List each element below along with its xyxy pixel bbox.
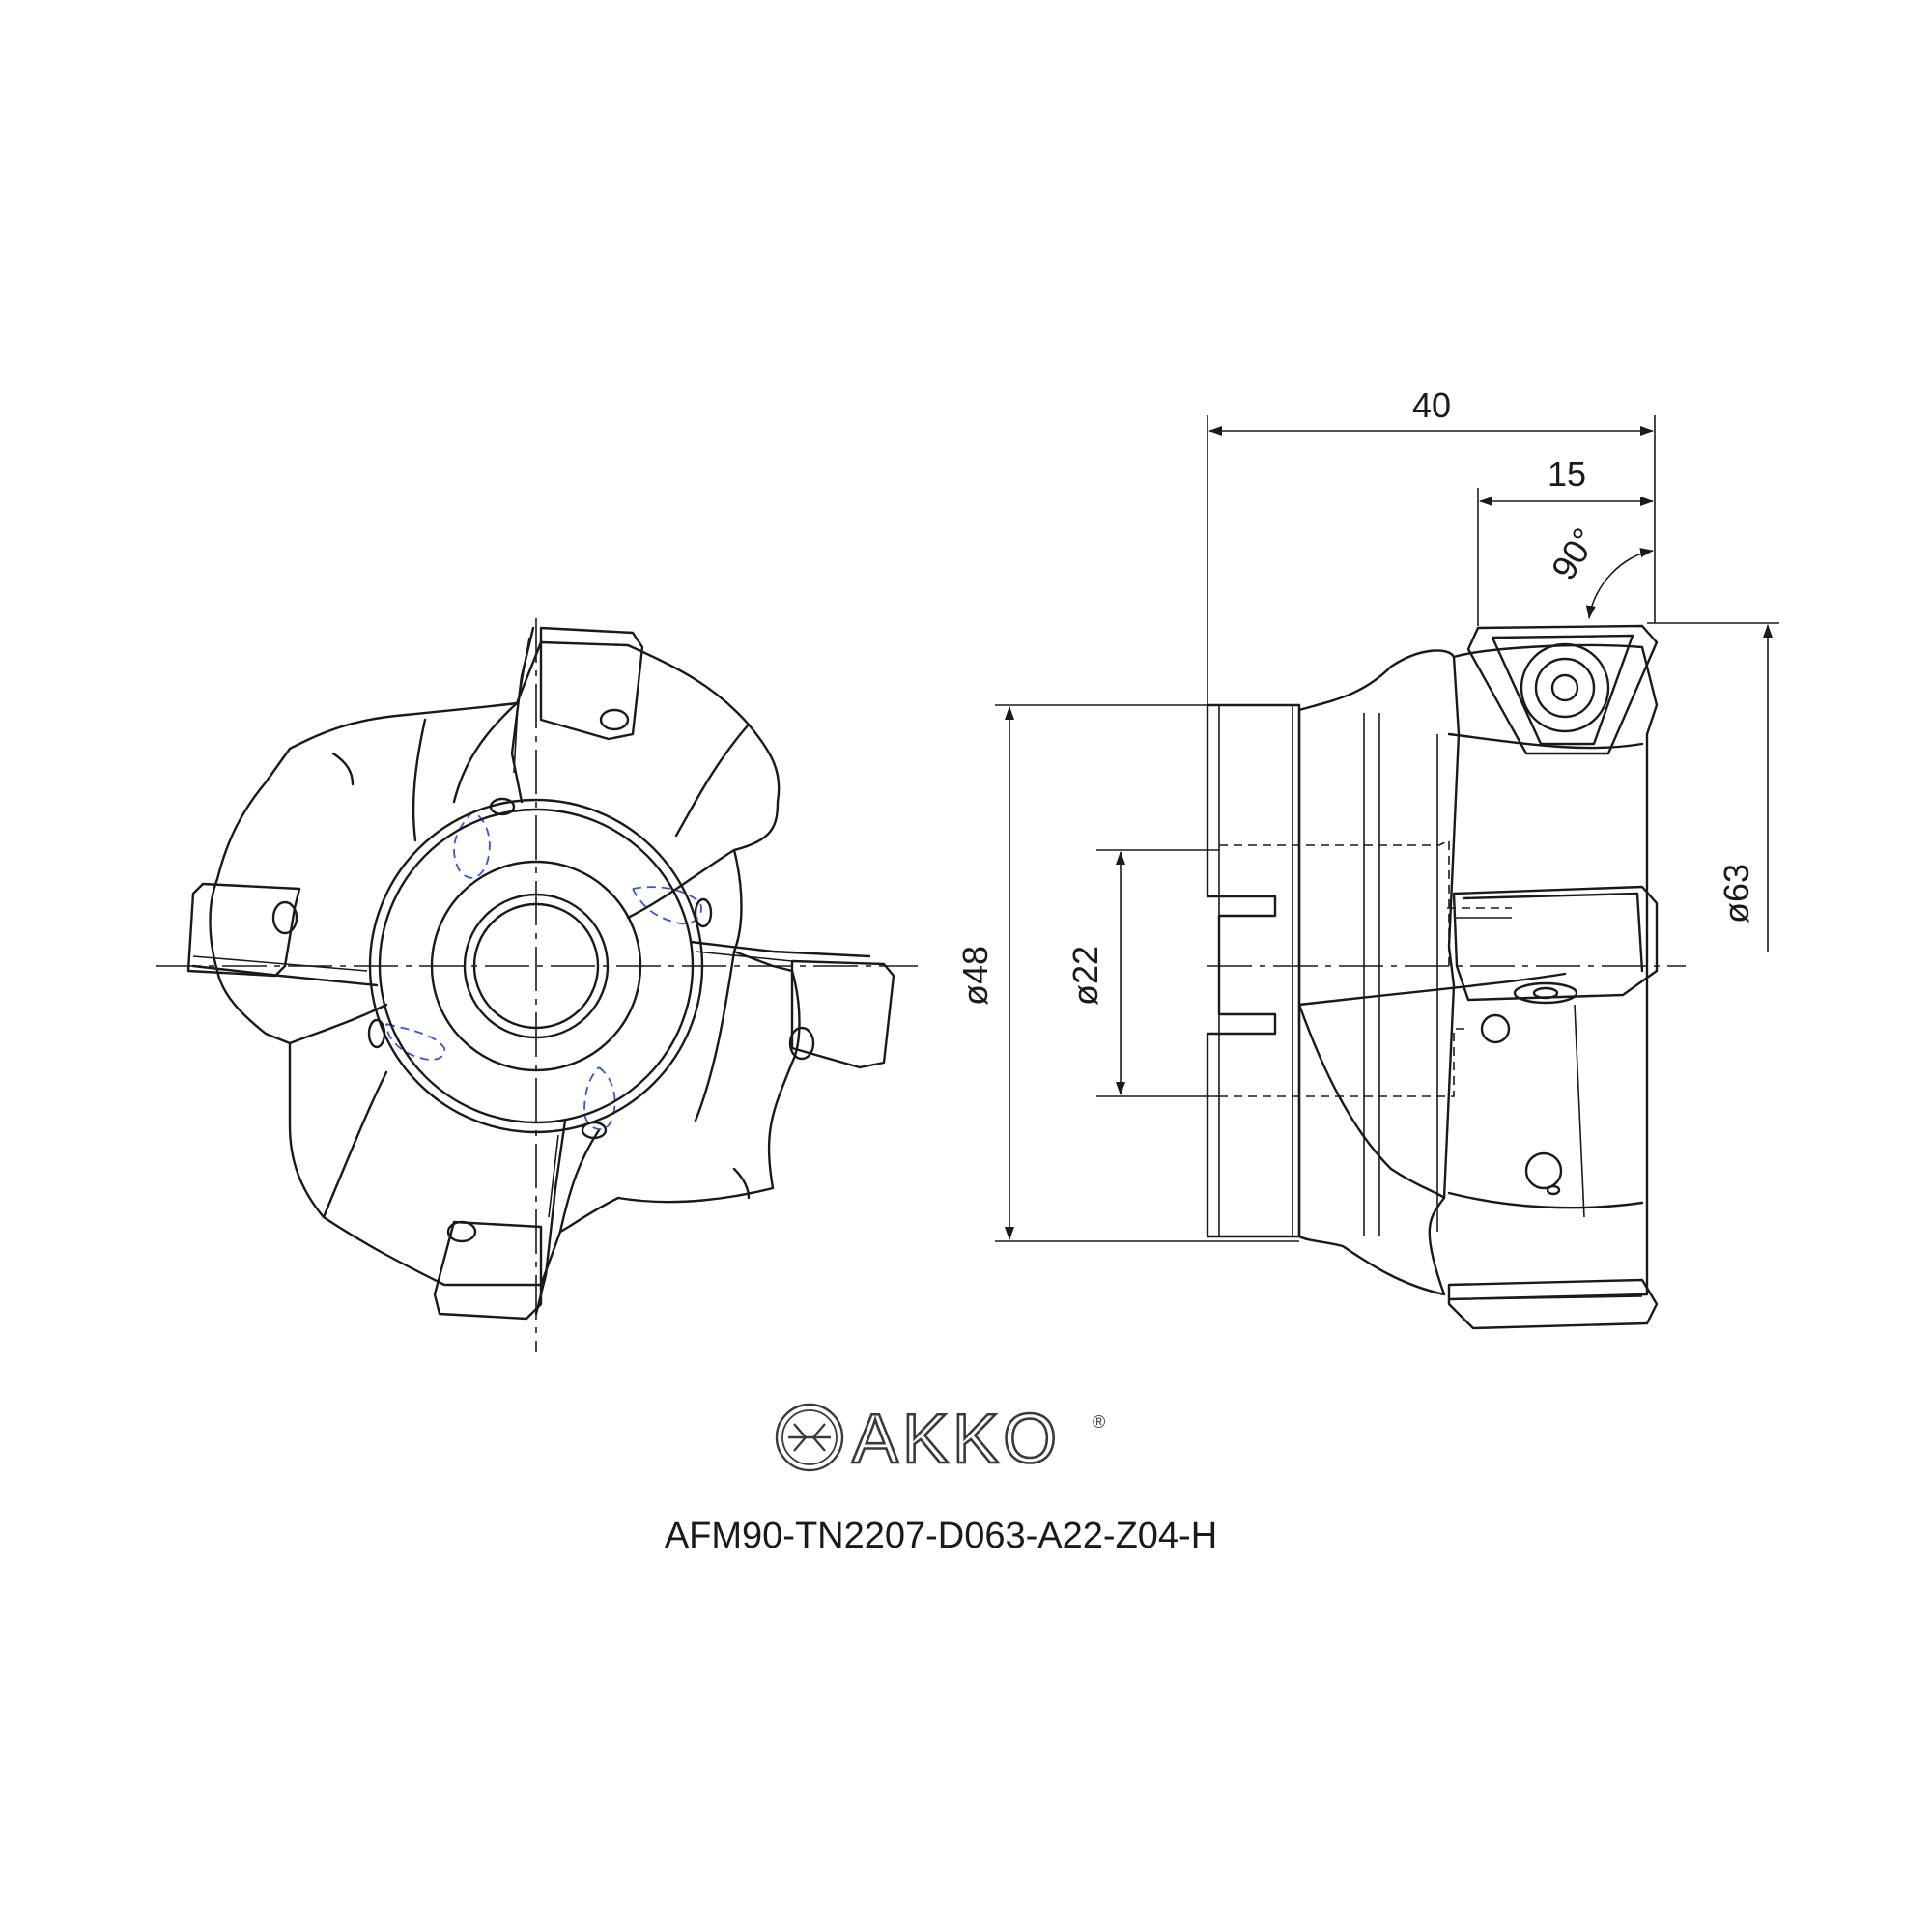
insert-left: [186, 882, 379, 987]
hub-outer-circle: [368, 798, 704, 1134]
flute-curve-b: [674, 723, 751, 838]
hidden-channel-4: [385, 1023, 446, 1061]
insert-bottom: [433, 1119, 567, 1321]
dim-insert-length: 15: [1548, 454, 1586, 494]
side-relief-1: [331, 752, 355, 786]
head-outline: [1447, 643, 1659, 1301]
insert-top: [510, 626, 644, 804]
dim-dia-body: ø48: [955, 946, 995, 1006]
bore-circle: [472, 902, 600, 1030]
lower-flute: [1297, 1003, 1446, 1200]
dim-angle: 90°: [1544, 521, 1605, 586]
insert-right: [689, 940, 895, 1069]
dim-overall-length: 40: [1412, 385, 1451, 425]
part-number: AFM90-TN2207-D063-A22-Z04-H: [665, 1516, 1217, 1556]
flute-curve-d: [322, 1070, 388, 1219]
head-facet-line: [1574, 1004, 1585, 1218]
side-insert-top: [1466, 624, 1659, 755]
head-lower-edge: [1447, 1191, 1644, 1209]
hub-outer-chamfer: [378, 808, 695, 1124]
dim-dia-cutting: ø63: [1717, 864, 1756, 923]
side-view: [1206, 624, 1686, 1330]
lower-flute-edge: [1297, 972, 1567, 1007]
hidden-bore-top: [1219, 838, 1450, 966]
screw-hole-upper: [1480, 1013, 1511, 1044]
side-relief-2: [732, 1167, 751, 1200]
flute-curve-c: [694, 950, 736, 1122]
hidden-channel-1: [453, 810, 491, 879]
body-outline: [1297, 649, 1461, 1296]
shank-outline: [1206, 703, 1301, 1238]
hidden-bore-bottom: [1219, 1028, 1468, 1097]
flute-curve-a: [412, 718, 427, 842]
registered-mark: ®: [1093, 1412, 1105, 1432]
coolant-hole-2: [694, 897, 713, 928]
hidden-channel-3: [583, 1066, 616, 1130]
bore-chamfer-circle: [463, 893, 610, 1039]
side-insert-bottom: [1447, 1278, 1659, 1330]
dim-arc-angle: [1585, 548, 1654, 619]
brand-name: AKKO: [852, 1401, 1061, 1478]
hub-face-circle: [430, 860, 642, 1072]
akko-emblem-icon: [775, 1403, 844, 1472]
side-insert-middle: [1452, 885, 1659, 1005]
head-upper-edge: [1447, 732, 1644, 750]
cutter-body-outline: [209, 640, 801, 1287]
brand-logo: AKKO ®: [775, 1400, 1105, 1479]
flute-bottom: [558, 1128, 601, 1234]
dimensions: 40 15 90° ø63 ø48 ø22: [955, 385, 1779, 1242]
flute-left: [288, 1003, 388, 1045]
coolant-hole-4: [367, 1018, 386, 1049]
front-view: [156, 618, 918, 1352]
screw-hole-lower: [1524, 1151, 1563, 1190]
dim-dia-bore: ø22: [1065, 946, 1105, 1006]
hidden-channel-2: [632, 886, 702, 925]
flute-top-left: [452, 701, 519, 804]
